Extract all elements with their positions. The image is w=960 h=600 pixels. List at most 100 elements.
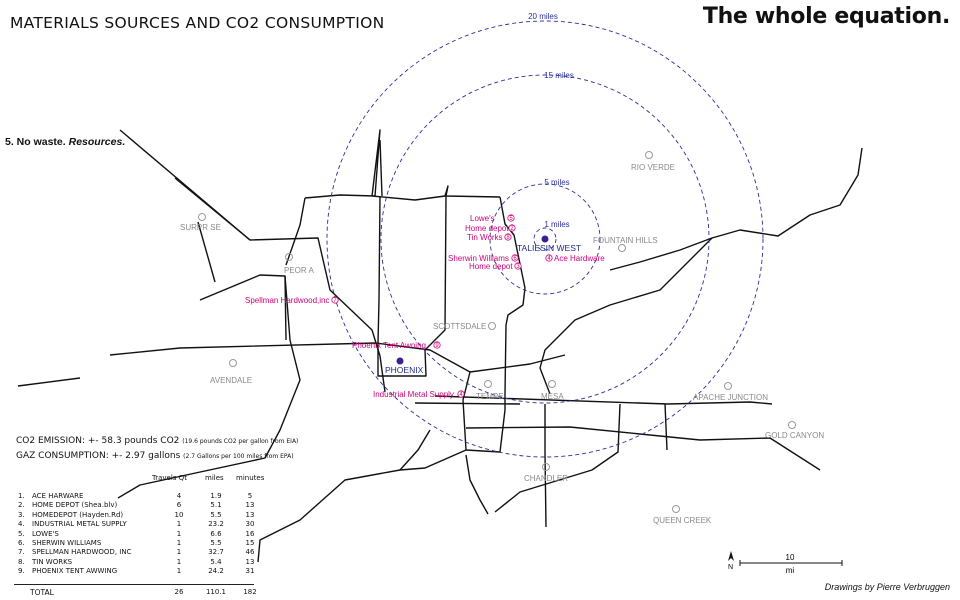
row-miles: 6.6	[210, 529, 222, 538]
taliesin-west-marker	[541, 235, 549, 243]
row-number: 2.	[18, 501, 25, 510]
store-label-ace-hardware: Ace Hardware	[554, 254, 605, 263]
row-name: PHOENIX TENT AWWING	[32, 567, 118, 576]
town-marker-peoria	[285, 253, 293, 261]
row-name: SHERWIN WILLIAMS	[32, 539, 102, 547]
row-minutes: 5	[247, 492, 253, 500]
total-label: TOTAL	[30, 588, 54, 597]
row-name: INDUSTRIAL METAL SUPPLY	[32, 520, 127, 529]
row-name: HOMEDEPOT (Hayden.Rd)	[32, 510, 124, 519]
row-number: 6.	[18, 539, 25, 547]
store-number-home-depot-hayden: 3	[516, 264, 520, 270]
row-miles: 5.4	[210, 557, 222, 566]
town-label-chandler: CHANDLER	[524, 474, 568, 483]
store-number-marker-phoenix-tent	[433, 341, 441, 349]
row-miles: 5.1	[210, 501, 222, 510]
row-travels: 1	[176, 529, 182, 538]
row-minutes: 15	[245, 539, 255, 547]
map-title: MATERIALS SOURCES AND CO2 CONSUMPTION	[10, 14, 385, 32]
total-miles: 110.1	[205, 588, 227, 596]
row-travels: 1	[176, 539, 182, 547]
gaz-consumption-note: (2.7 Gallons per 100 miles from EPA)	[183, 453, 294, 460]
row-travels: 1	[176, 548, 182, 557]
town-marker-chandler	[542, 463, 550, 471]
row-travels: 1	[176, 567, 182, 576]
phoenix-marker	[396, 357, 404, 365]
row-minutes: 16	[245, 529, 255, 538]
row-name: ACE HARWARE	[32, 492, 84, 500]
store-label-home-depot-hayden: Home depot	[469, 262, 513, 271]
town-marker-apache-junction	[724, 382, 732, 390]
store-number-marker-ace-hardware	[545, 254, 553, 262]
town-marker-tempe	[484, 380, 492, 388]
town-label-rio-verde: RIO VERDE	[631, 163, 675, 172]
north-label: N	[728, 564, 733, 571]
store-number-marker-home-depot-shea	[508, 224, 516, 232]
town-marker-surprise	[198, 213, 206, 221]
store-number-sherwin-williams: 6	[513, 256, 517, 262]
gaz-consumption-line: GAZ CONSUMPTION: +- 2.97 gallons (2.7 Ga…	[16, 451, 294, 461]
total-minutes: 182	[243, 588, 257, 596]
header-minutes: minutes	[236, 474, 265, 482]
co2-emission-value: CO2 EMISSION: +- 58.3 pounds CO2	[16, 436, 180, 446]
town-label-fountain-hills: FOUNTAIN HILLS	[593, 236, 658, 245]
header-miles: miles	[205, 474, 224, 482]
town-markers	[198, 151, 796, 513]
town-marker-rio-verde	[645, 151, 653, 159]
store-number-markers	[331, 214, 553, 398]
section-number-label: 5. No waste.	[5, 136, 66, 148]
town-label-gold-canyon: GOLD CANYON	[765, 431, 824, 440]
row-number: 4.	[18, 520, 25, 529]
store-number-lowes: 5	[509, 216, 513, 222]
town-label-avendale: AVENDALE	[210, 376, 252, 385]
row-name: HOME DEPOT (Shea.blv)	[32, 501, 118, 510]
north-arrow-icon: N	[728, 551, 734, 571]
store-label-phoenix-tent-awning: Phoenix Tent Awning	[352, 341, 426, 350]
section-label: 5. No waste. Resources.	[5, 136, 125, 148]
store-number-ace-hardware: 4	[547, 256, 551, 262]
total-divider	[14, 584, 254, 585]
road-network	[17, 129, 863, 563]
store-label-industrial-metal-supply: Industrial Metal Supply	[373, 390, 454, 399]
scale-value: 10	[786, 553, 795, 562]
scale-unit: mi	[786, 566, 795, 575]
row-miles: 32.7	[208, 548, 224, 557]
scale-bar	[739, 560, 843, 566]
row-travels: 1	[176, 557, 182, 566]
co2-emission-note: (19.6 pounds CO2 per gallon from EIA)	[182, 438, 299, 445]
town-label-peoria: PEOR A	[284, 266, 314, 275]
row-miles: 1.9	[210, 492, 222, 500]
town-marker-fountain-hills	[618, 244, 626, 252]
gaz-consumption-value: GAZ CONSUMPTION: +- 2.97 gallons	[16, 451, 181, 461]
ring-1-miles	[533, 227, 557, 251]
co2-emission-line: CO2 EMISSION: +- 58.3 pounds CO2 (19.6 p…	[16, 436, 298, 446]
store-label-sherwin-williams: Sherwin Williams	[448, 254, 509, 263]
row-minutes: 13	[245, 557, 255, 566]
row-travels: 6	[176, 501, 182, 510]
ring-5-miles	[489, 183, 601, 295]
store-number-tin-works: 8	[506, 235, 510, 241]
town-label-tempe: TEMPE	[476, 392, 504, 401]
store-number-spellman: 7	[333, 298, 337, 304]
row-number: 9.	[18, 567, 25, 576]
town-marker-scottsdale	[488, 322, 496, 330]
store-label-spellman-hardwood: Spellman Hardwood,inc	[245, 296, 330, 305]
town-marker-avendale	[229, 359, 237, 367]
row-minutes: 46	[245, 548, 255, 557]
row-name: LOWE'S	[32, 529, 59, 538]
headline: The whole equation.	[702, 4, 950, 29]
store-label-tin-works: Tin Works	[467, 233, 503, 242]
row-name: TIN WORKS	[32, 557, 73, 566]
store-number-marker-industrial-metal	[457, 390, 465, 398]
ring-label-15: 15 miles	[544, 71, 574, 80]
header-travels: Travels Qt	[152, 474, 187, 482]
store-number-marker-lowes	[507, 214, 515, 222]
store-number-home-depot-shea: 2	[510, 226, 514, 232]
row-minutes: 30	[245, 520, 255, 529]
total-travels: 26	[174, 588, 184, 596]
ring-label-5: 5 miles	[544, 178, 569, 187]
town-label-apache-junction: APACHE JUNCTION	[693, 393, 768, 402]
ring-label-1: 1 miles	[544, 220, 569, 229]
row-travels: 10	[174, 510, 184, 519]
